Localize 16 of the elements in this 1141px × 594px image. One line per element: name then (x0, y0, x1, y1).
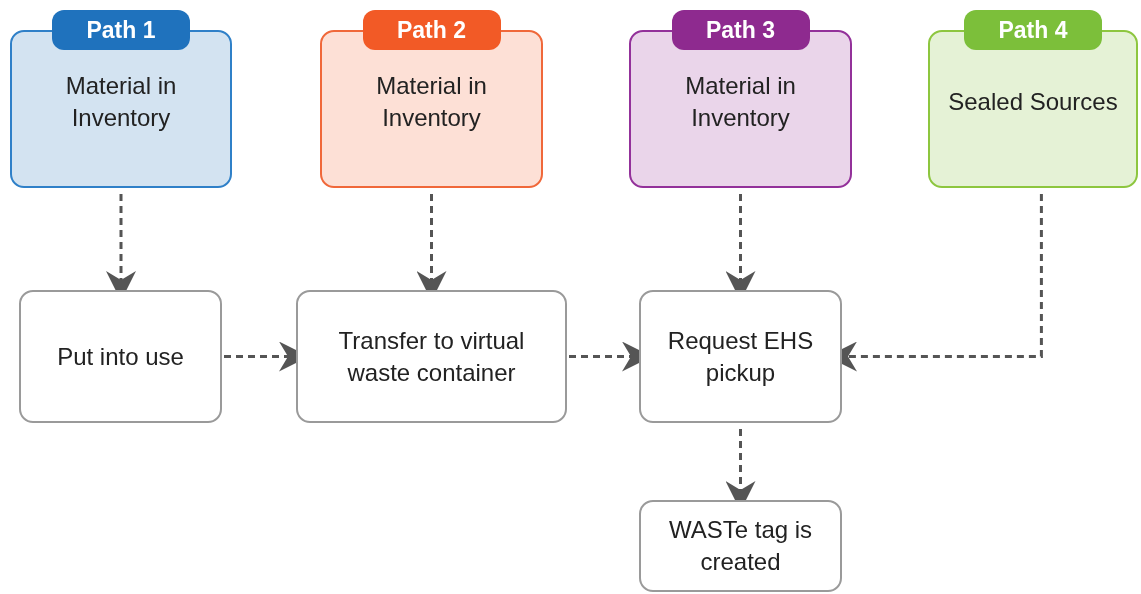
node-text: Transfer to virtual waste container (337, 325, 526, 388)
process-box (19, 290, 222, 423)
node-text: Request EHS pickup (666, 325, 815, 388)
node-text: Material in Inventory (684, 71, 797, 133)
process-box (639, 500, 842, 592)
node-text: Material in Inventory (375, 71, 488, 133)
path-tab: Path 2 (362, 10, 501, 50)
node-text: Put into use (56, 341, 185, 372)
process-box (296, 290, 567, 423)
path-tab: Path 3 (671, 10, 810, 50)
process-box (639, 290, 842, 423)
node-text: Sealed Sources (947, 87, 1119, 117)
path-tab: Path 1 (52, 10, 190, 50)
path-tab: Path 4 (964, 10, 1102, 50)
node-text: WASTe tag is created (667, 515, 814, 577)
node-text: Material in Inventory (64, 71, 178, 133)
